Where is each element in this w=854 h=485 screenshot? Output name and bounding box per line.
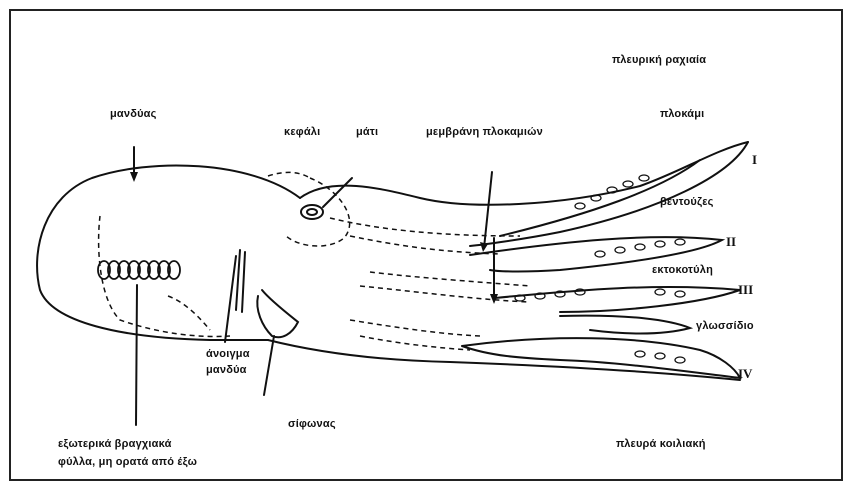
label-side-fold: πλευρική ραχιαία [612,54,706,67]
arm-number-2: II [726,234,736,250]
arm-4 [462,338,740,378]
label-mantle-opening-1: άνοιγμα [206,348,250,361]
arm-3 [495,287,740,312]
arm-number-3: III [738,282,753,298]
label-ventral: πλευρά κοιλιακή [616,438,706,451]
label-sucker-arm: εκτοκοτύλη [652,264,713,277]
label-eye: μάτι [356,126,378,139]
label-head: κεφάλι [284,126,320,139]
label-gills-2: φύλλα, μη ορατά από έξω [58,456,197,469]
arm-ligula [560,316,690,334]
siphon-shape [257,290,298,337]
label-ligula: γλωσσίδιο [696,320,754,333]
eye-shape [301,205,323,219]
mantle-outline [37,165,300,340]
label-gills-1: εξωτερικά βραγχιακά [58,438,172,451]
label-mantle: μανδύας [110,108,157,121]
label-siphon: σίφωνας [288,418,336,431]
label-tentacle: πλοκάμι [660,108,704,121]
label-suckers: βεντούζες [660,196,714,209]
gill-slits [98,261,180,279]
arm-number-4: IV [738,366,752,382]
arm-number-1: I [752,152,757,168]
label-web-membrane: μεμβράνη πλοκαμιών [426,126,543,139]
label-mantle-opening-2: μανδύα [206,364,247,377]
